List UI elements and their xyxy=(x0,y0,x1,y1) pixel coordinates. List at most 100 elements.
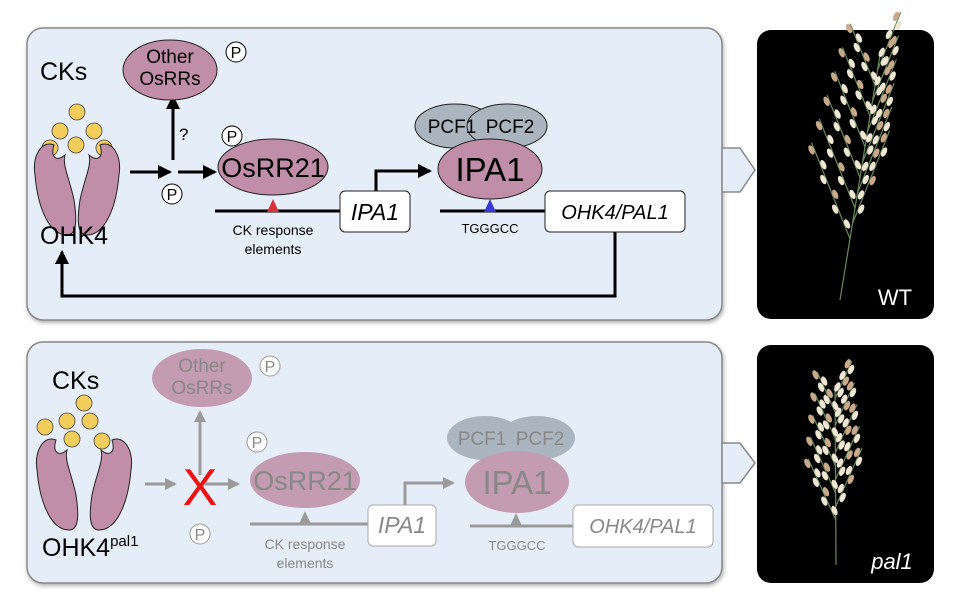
panicle-branch xyxy=(871,35,900,102)
grain xyxy=(822,487,830,497)
svg-text:OsRRs: OsRRs xyxy=(171,378,232,399)
other-osrrs-protein-faded: Other OsRRs xyxy=(152,349,252,407)
phosphate-other-osrrs: P xyxy=(225,41,247,63)
osrr21-protein: OsRR21 xyxy=(217,138,329,196)
grain xyxy=(825,413,833,423)
grain xyxy=(831,427,839,437)
panicle-branch xyxy=(861,82,895,163)
grain xyxy=(826,388,833,399)
grain xyxy=(855,456,863,467)
grain xyxy=(824,437,832,448)
grain xyxy=(845,425,852,435)
grain xyxy=(837,388,844,398)
grain xyxy=(846,69,854,79)
grain xyxy=(875,108,883,119)
ck-response-label-2-faded: elements xyxy=(277,555,334,571)
grain xyxy=(820,160,827,170)
svg-text:Other: Other xyxy=(178,356,226,377)
grain xyxy=(841,84,848,94)
grain xyxy=(823,462,831,472)
ipa1-gene-box: IPA1 xyxy=(339,190,411,233)
grain xyxy=(851,410,859,421)
grain xyxy=(880,93,887,103)
panicle-branch xyxy=(834,382,856,426)
svg-text:Other: Other xyxy=(146,47,194,68)
grain xyxy=(853,42,860,53)
panicle-branch xyxy=(818,118,856,209)
grain xyxy=(823,96,830,107)
grain xyxy=(880,133,887,143)
grain xyxy=(820,174,827,185)
grain xyxy=(821,471,829,481)
osrr21-protein-faded: OsRR21 xyxy=(250,452,360,508)
grain xyxy=(878,47,885,57)
panicle-branch xyxy=(841,47,871,117)
panicle-branch xyxy=(866,59,897,132)
svg-text:IPA1: IPA1 xyxy=(378,512,426,538)
pcf1-protein: PCF1 xyxy=(428,117,477,138)
grain xyxy=(869,175,876,186)
phosphate-other-osrrs-faded: P xyxy=(259,355,281,377)
grain xyxy=(857,190,865,200)
panicle-image xyxy=(804,359,863,566)
panicle-branch xyxy=(810,142,851,239)
grain xyxy=(851,425,858,435)
pal1-photo-background xyxy=(757,345,934,583)
svg-text:IPA1: IPA1 xyxy=(482,464,551,501)
grain xyxy=(817,382,825,392)
grain xyxy=(866,133,873,143)
svg-text:OHK4/PAL1: OHK4/PAL1 xyxy=(589,516,696,538)
pcf1-protein-faded-shape xyxy=(447,416,523,460)
grain xyxy=(821,496,828,506)
grain xyxy=(810,392,817,402)
grain xyxy=(849,118,856,129)
grain xyxy=(833,122,840,132)
panicle-branch xyxy=(809,436,837,494)
panicle-branch xyxy=(834,360,853,399)
grain xyxy=(857,79,864,90)
wt-photo-background xyxy=(757,30,934,319)
grain xyxy=(872,135,879,145)
grain xyxy=(888,38,895,49)
grain xyxy=(839,466,846,476)
ck-response-element-marker-faded xyxy=(299,511,311,524)
grain xyxy=(854,160,862,170)
other-osrrs-protein: Other OsRRs xyxy=(122,39,218,101)
grain xyxy=(844,359,851,369)
grain xyxy=(836,458,844,468)
grain xyxy=(814,468,821,478)
pal1-label: pal1 xyxy=(870,549,913,574)
grain xyxy=(806,436,813,446)
grain xyxy=(845,23,853,34)
grain xyxy=(840,394,848,404)
tgggcc-label-faded: TGGGCC xyxy=(488,538,545,553)
grain xyxy=(846,450,853,460)
grain xyxy=(827,134,834,145)
grain xyxy=(865,101,872,111)
grain xyxy=(847,364,855,375)
panicle-branch xyxy=(849,23,876,86)
grain xyxy=(815,120,823,131)
tgggcc-motif-marker xyxy=(484,199,496,212)
cytokinin-molecules-mutant xyxy=(36,394,111,450)
ipa1-protein-faded: IPA1 xyxy=(465,451,569,513)
grain xyxy=(837,175,845,186)
grain xyxy=(886,96,893,107)
phosphate-relay-faded: P xyxy=(189,523,211,545)
grain xyxy=(804,458,811,469)
ohk4-pal1-gene-box-faded: OHK4/PAL1 xyxy=(572,504,714,548)
phosphate-osrr21-faded: P xyxy=(246,431,268,453)
svg-text:P: P xyxy=(252,435,263,452)
grain xyxy=(876,86,883,96)
grain xyxy=(838,440,845,450)
panicle-branch xyxy=(851,130,891,224)
grain xyxy=(815,430,822,440)
grain xyxy=(826,148,834,158)
grain xyxy=(817,422,825,432)
panicle-branch xyxy=(807,458,837,521)
svg-text:OsRRs: OsRRs xyxy=(139,69,200,90)
wt-panel: CKs OHK4 ? P Other OsRRs P xyxy=(26,27,756,321)
arrow-ipa1-expression xyxy=(374,164,432,191)
grain xyxy=(876,121,884,131)
grain xyxy=(838,48,845,58)
